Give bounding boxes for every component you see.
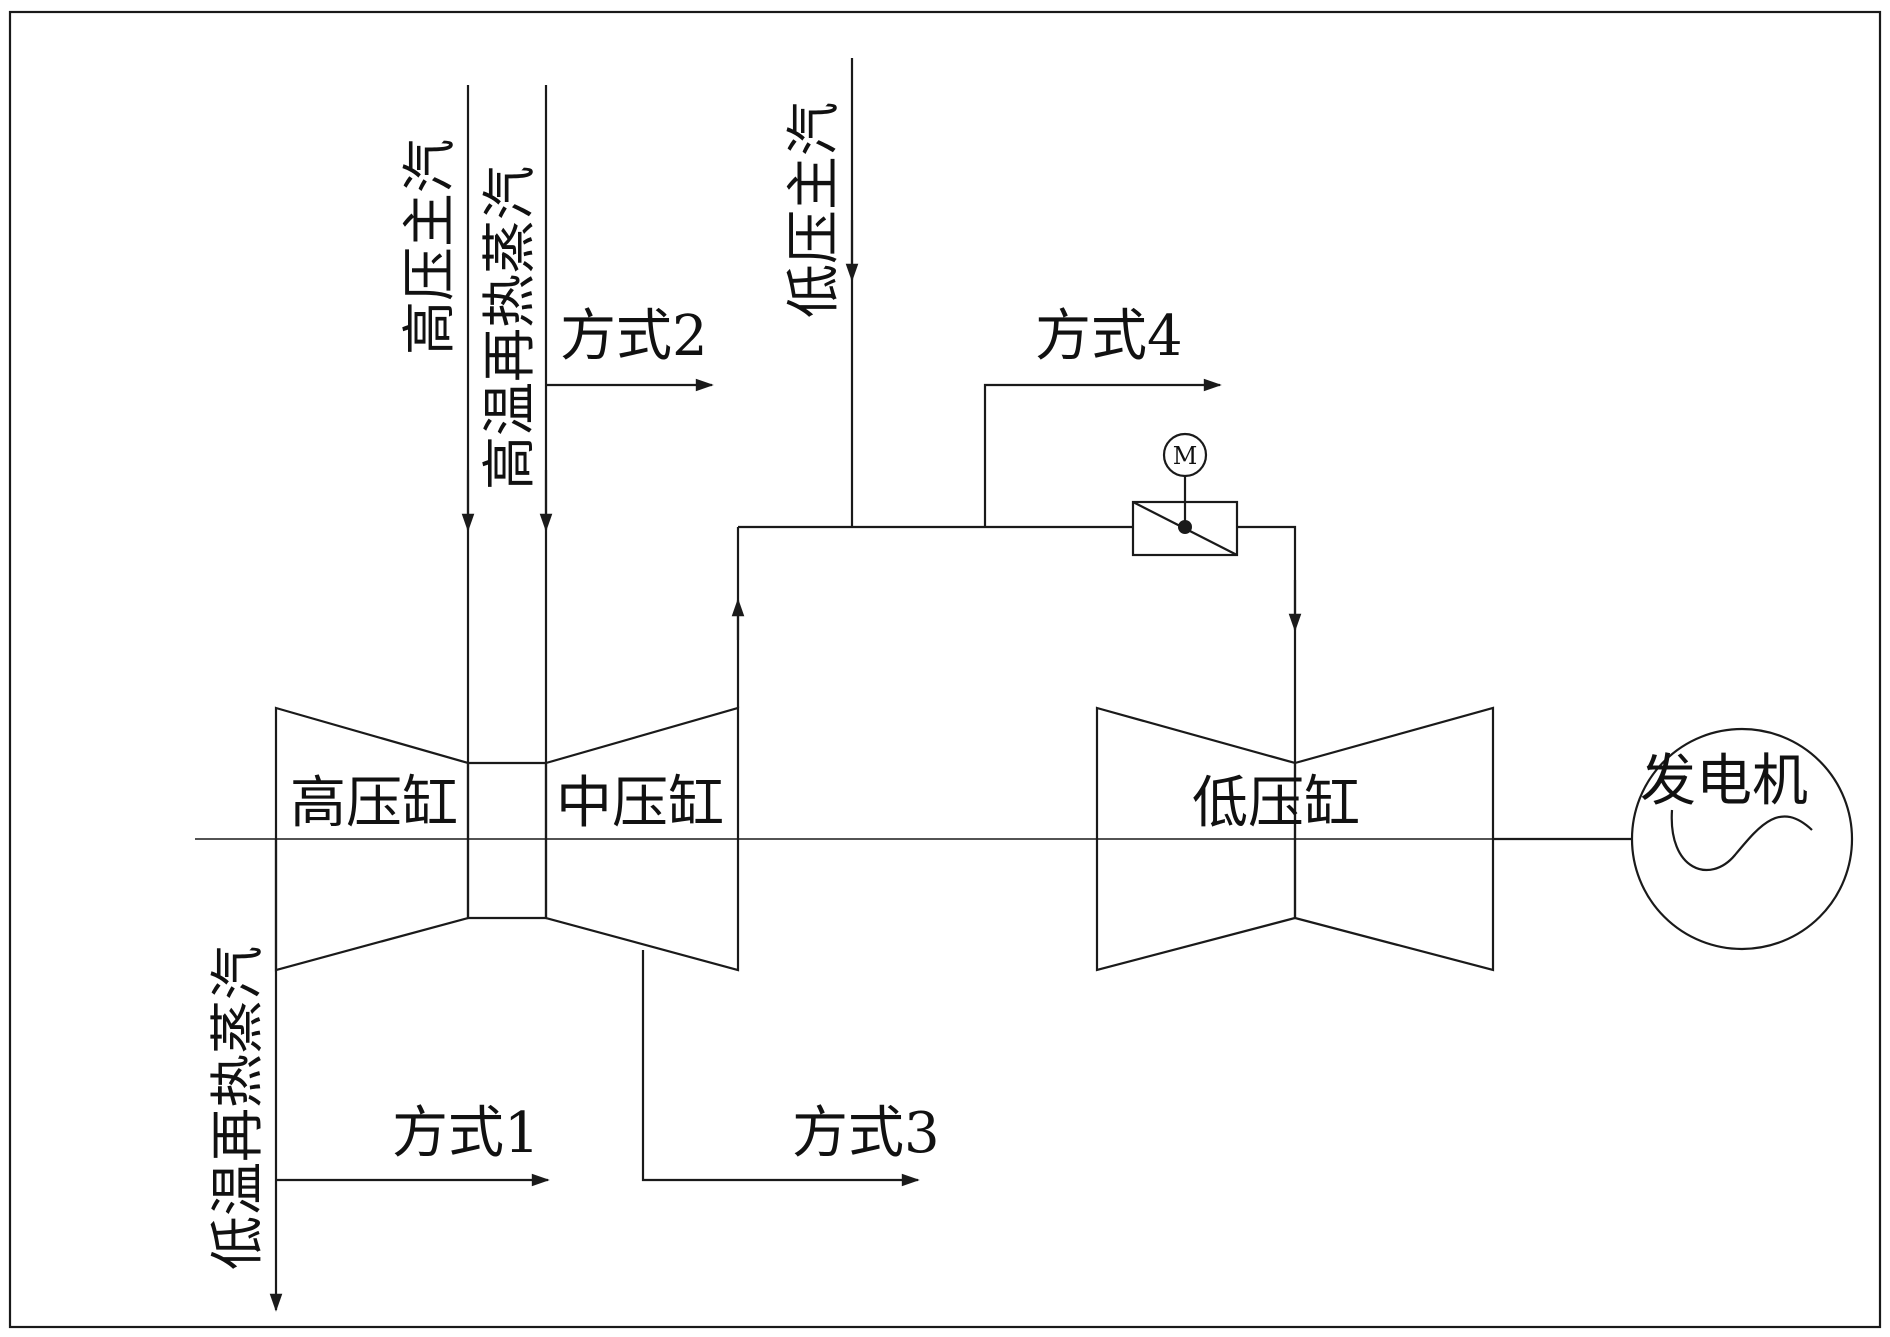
hp-main-steam-label: 高压主汽 (398, 139, 461, 355)
motor-label: M (1173, 442, 1198, 470)
lp-main-steam-label: 低压主汽 (782, 102, 845, 318)
lp-cylinder-right (1293, 706, 1495, 972)
mode1-label: 方式1 (392, 1101, 540, 1166)
ip-cylinder-label: 中压缸 (556, 771, 724, 836)
hp-cylinder-label: 高压缸 (290, 771, 458, 836)
outer-frame (8, 10, 1882, 1329)
mode3-line (641, 950, 920, 1187)
cold-reheat-label: 低温再热蒸汽 (206, 946, 269, 1270)
lp-inlet-line (1237, 525, 1297, 763)
ip-cylinder (544, 706, 740, 972)
motor-icon (1162, 432, 1208, 478)
mode4-label: 方式4 (1035, 304, 1183, 369)
generator-label: 发电机 (1640, 749, 1808, 814)
mode3-label: 方式3 (792, 1101, 940, 1166)
mode2-label: 方式2 (560, 304, 708, 369)
mode4-line (983, 378, 1222, 527)
sine-icon (1670, 809, 1813, 872)
lp-cylinder-label: 低压缸 (1192, 771, 1360, 836)
hp-ip-coupling (466, 761, 548, 920)
hot-reheat-label: 高温再热蒸汽 (478, 166, 541, 490)
